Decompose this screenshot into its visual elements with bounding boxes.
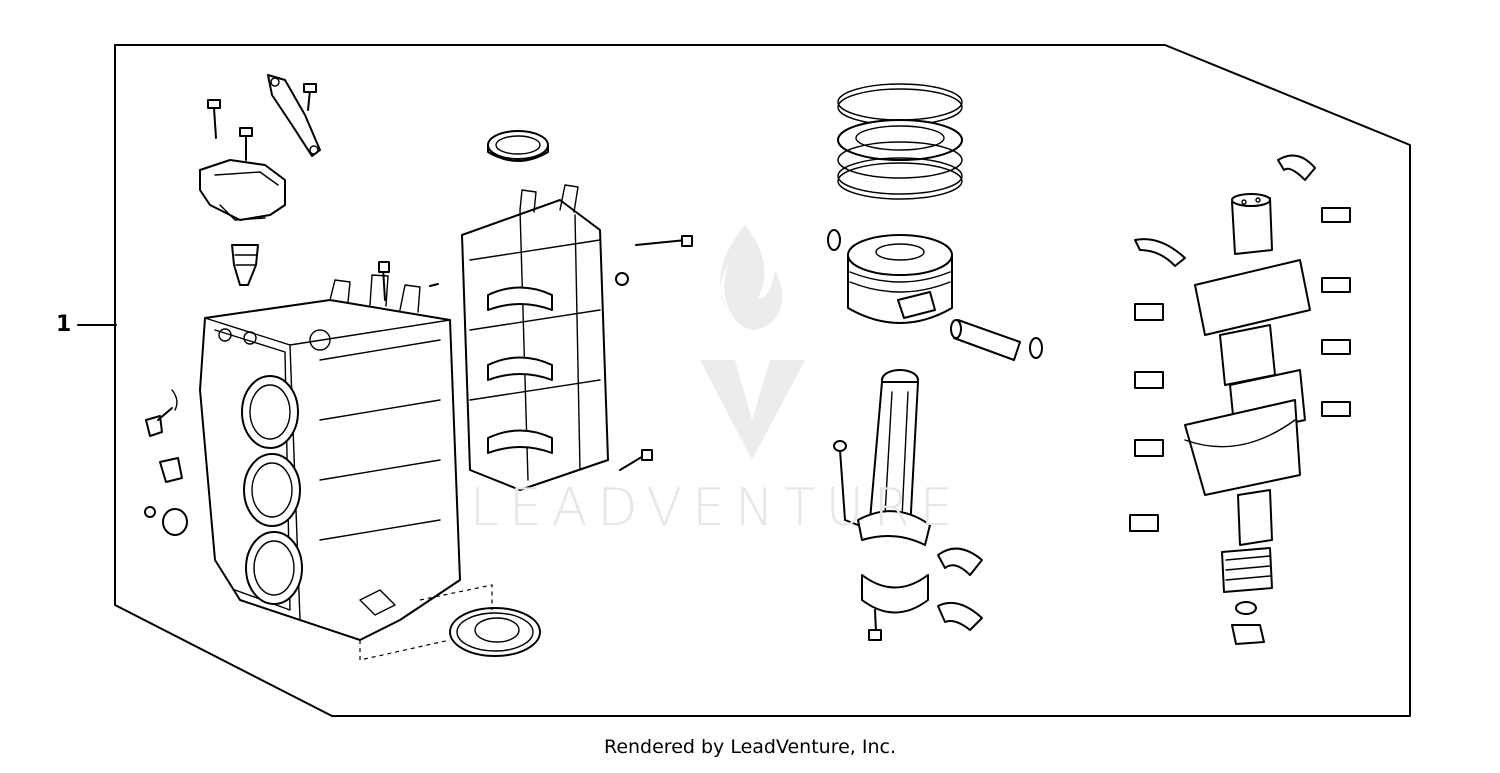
- crankcase-bolts: [615, 235, 693, 471]
- assembly-border: [114, 44, 1411, 717]
- piston: [827, 229, 1043, 361]
- thermostat-cover: [199, 74, 321, 286]
- crankshaft: [1184, 193, 1311, 645]
- leadventure-watermark-logo: [700, 225, 805, 460]
- crankcase: [461, 130, 609, 491]
- main-bearings: [1129, 154, 1351, 532]
- callout-number[interactable]: 1: [56, 312, 72, 337]
- block-fittings: [144, 261, 439, 536]
- piston-rings: [837, 83, 963, 200]
- watermark-text: LEADVENTURE: [470, 478, 963, 538]
- connecting-rod: [833, 369, 983, 641]
- footer-credit: Rendered by LeadVenture, Inc.: [603, 736, 897, 758]
- oil-seal: [359, 584, 541, 661]
- cylinder-block: [199, 274, 461, 641]
